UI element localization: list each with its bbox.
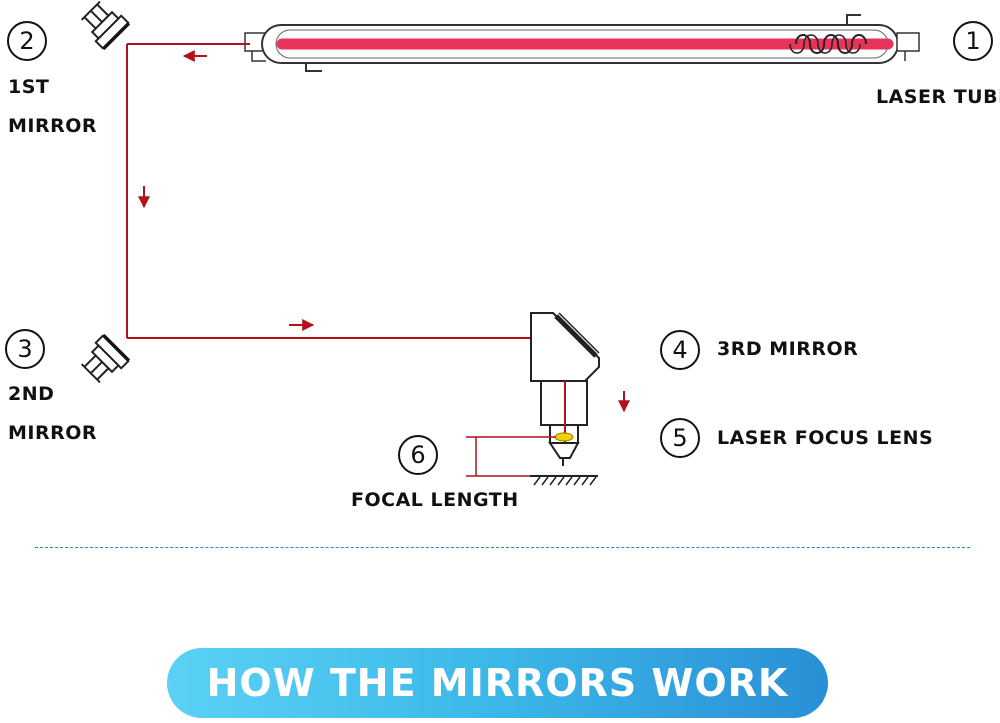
focal-length-dimension	[466, 436, 556, 477]
third-mirror-label: 3RD MIRROR	[717, 338, 859, 360]
second-mirror-label: 2ND MIRROR	[8, 375, 97, 453]
first-mirror-label-line2: MIRROR	[8, 115, 98, 137]
second-mirror-label-line2: MIRROR	[8, 422, 98, 444]
first-mirror-label-line1: 1ST	[8, 76, 50, 98]
focus-lens-label: LASER FOCUS LENS	[717, 427, 934, 449]
dashed-divider	[35, 547, 970, 548]
first-mirror-icon	[80, 0, 131, 51]
badge-6: 6	[398, 435, 438, 475]
laser-beam	[126, 43, 566, 444]
badge-2: 2	[7, 21, 47, 61]
first-mirror-label: 1ST MIRROR	[8, 68, 97, 146]
title-banner: HOW THE MIRRORS WORK	[167, 648, 828, 718]
focus-lens-icon	[554, 432, 574, 442]
second-mirror-label-line1: 2ND	[8, 383, 55, 405]
work-surface	[530, 475, 598, 486]
laser-tube-label: LASER TUBE	[876, 86, 1000, 108]
badge-4: 4	[660, 330, 700, 370]
focal-length-label: FOCAL LENGTH	[351, 489, 519, 511]
badge-1: 1	[953, 21, 993, 61]
laser-head-icon	[530, 312, 600, 466]
second-mirror-icon	[80, 333, 131, 384]
badge-5: 5	[660, 418, 700, 458]
badge-3: 3	[5, 329, 45, 369]
beam-direction-arrows	[138, 50, 630, 413]
laser-tube-icon	[244, 14, 920, 72]
